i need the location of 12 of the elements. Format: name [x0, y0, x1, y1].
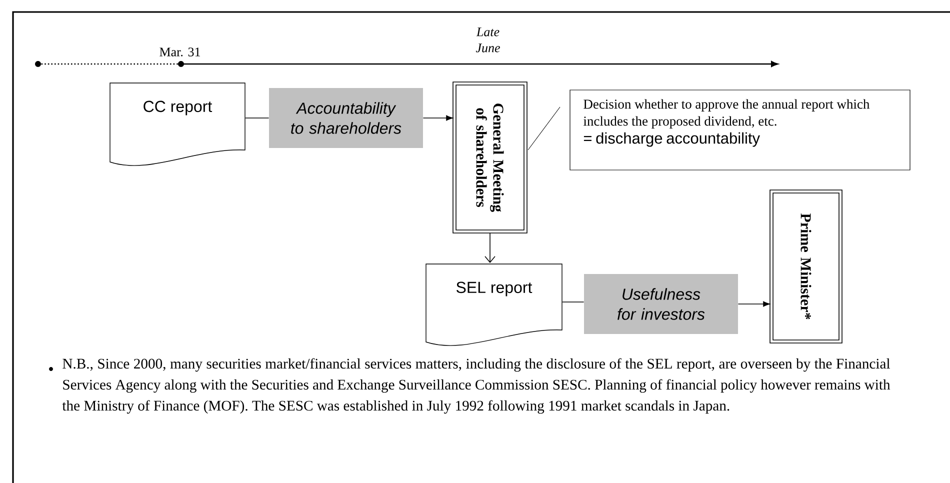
shaded-box: Accountability to shareholders: [269, 88, 423, 148]
arrow: [422, 115, 453, 121]
arrow: [738, 301, 770, 307]
date-label: Mar. 31: [160, 48, 200, 56]
double-box: General Meeting of shareholders: [452, 82, 528, 234]
note-box: Decision whether to approve the annual report which includes the proposed dividend, etc. = discharge accountability: [570, 90, 910, 170]
shaded-box: Usefulness for investors: [584, 274, 738, 334]
date-label: Late June: [476, 28, 500, 52]
double-box: Prime Minister*: [770, 190, 842, 344]
leader-line: [528, 106, 560, 150]
footnote-text: N.B., Since 2000, many securities market/financial services matters, including the disclosure of the SEL report, are overseen by the Financial Services Agency along with the Securities and Exchange Surveillance Commission SESC. Planning of financial policy however remains with the Ministry of Finance (MOF). The SESC was established in July 1992 following 1991 market scandals in Japan.: [62, 358, 890, 414]
arrow: [484, 232, 496, 263]
